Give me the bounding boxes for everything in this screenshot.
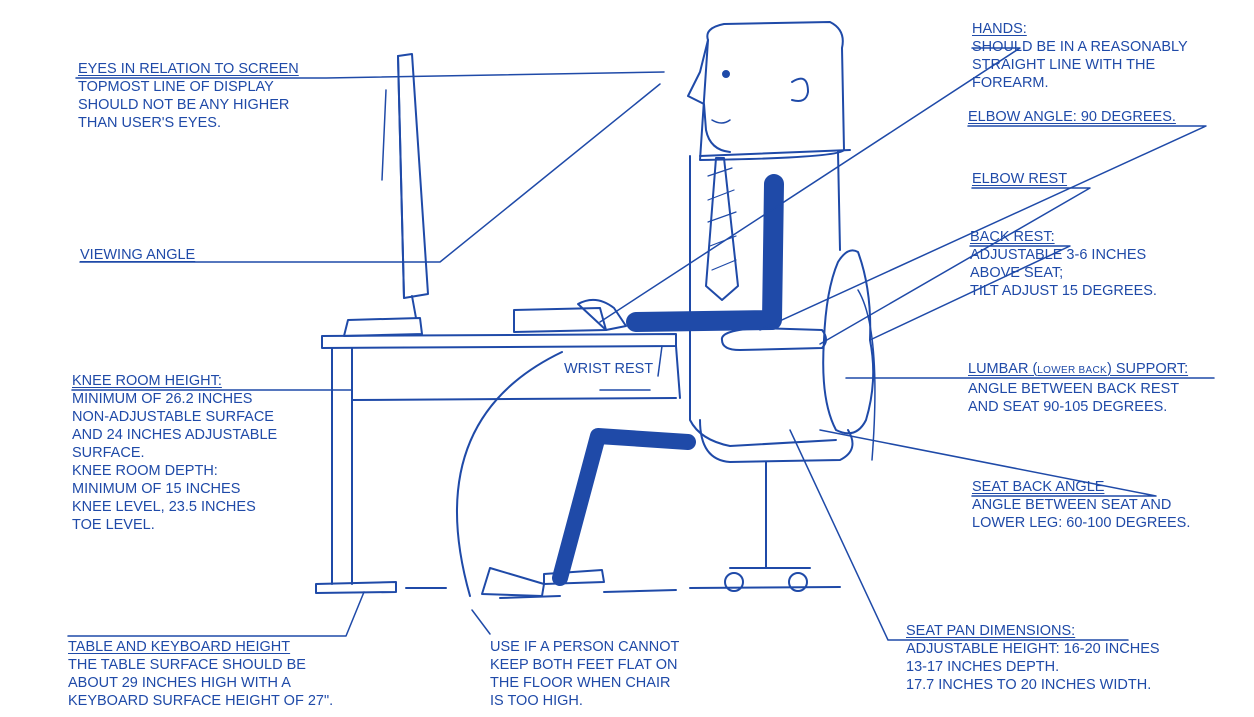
seat-back-line-1: ANGLE BETWEEN SEAT AND <box>972 497 1172 513</box>
footrest <box>481 567 545 597</box>
seat-pan-line-3: 17.7 INCHES TO 20 INCHES WIDTH. <box>906 677 1152 693</box>
elbow-angle-title: ELBOW ANGLE: 90 DEGREES. <box>968 109 1176 125</box>
eyes-label: EYES IN RELATION TO SCREEN TOPMOST LINE … <box>78 60 299 132</box>
footrest-label: USE IF A PERSON CANNOT KEEP BOTH FEET FL… <box>490 638 679 710</box>
seat-pan-line-2: 13-17 INCHES DEPTH. <box>906 659 1060 675</box>
floor <box>405 586 841 599</box>
back-rest-line-3: TILT ADJUST 15 DEGREES. <box>970 283 1157 299</box>
knee-room-line-8: TOE LEVEL. <box>72 517 155 533</box>
eyes-title: EYES IN RELATION TO SCREEN <box>78 61 299 77</box>
seat-back-line-2: LOWER LEG: 60-100 DEGREES. <box>972 515 1191 531</box>
wrist-rest-label: WRIST REST <box>564 360 653 378</box>
seat-pan-title: SEAT PAN DIMENSIONS: <box>906 623 1076 639</box>
knee-room-line-5: KNEE ROOM DEPTH: <box>72 463 218 479</box>
footrest-line-2: KEEP BOTH FEET FLAT ON <box>490 657 678 673</box>
monitor <box>343 53 429 337</box>
knee-room-label: KNEE ROOM HEIGHT: MINIMUM OF 26.2 INCHES… <box>72 372 277 534</box>
seat-back-title: SEAT BACK ANGLE <box>972 479 1105 495</box>
seat-back-label: SEAT BACK ANGLE ANGLE BETWEEN SEAT AND L… <box>972 478 1190 532</box>
table-keyboard-label: TABLE AND KEYBOARD HEIGHT THE TABLE SURF… <box>68 638 333 710</box>
lumbar-title-a: LUMBAR ( <box>968 361 1038 377</box>
table-keyboard-line-2: ABOUT 29 INCHES HIGH WITH A <box>68 675 291 691</box>
elbow-angle-label: ELBOW ANGLE: 90 DEGREES. <box>968 108 1176 126</box>
elbow-rest-label: ELBOW REST <box>972 170 1067 188</box>
chair <box>699 249 876 592</box>
footrest-line-1: USE IF A PERSON CANNOT <box>490 639 680 655</box>
knee-room-line-4: SURFACE. <box>72 445 145 461</box>
eyes-line-1: TOPMOST LINE OF DISPLAY <box>78 79 274 95</box>
hands-line-2: STRAIGHT LINE WITH THE <box>972 57 1156 73</box>
hands-label: HANDS: SHOULD BE IN A REASONABLY STRAIGH… <box>972 20 1188 92</box>
footrest-line-3: THE FLOOR WHEN CHAIR <box>490 675 671 691</box>
leg <box>552 428 696 586</box>
lumbar-line-1: ANGLE BETWEEN BACK REST <box>968 381 1180 397</box>
desk <box>315 333 681 594</box>
knee-room-line-1: MINIMUM OF 26.2 INCHES <box>72 391 253 407</box>
knee-room-line-6: MINIMUM OF 15 INCHES <box>72 481 241 497</box>
back-rest-line-2: ABOVE SEAT; <box>970 265 1064 281</box>
back-rest-title: BACK REST: <box>970 229 1055 245</box>
elbow-rest-title: ELBOW REST <box>972 171 1068 187</box>
knee-room-arc <box>456 351 563 597</box>
knee-room-title: KNEE ROOM HEIGHT: <box>72 373 222 389</box>
hands-title: HANDS: <box>972 21 1027 37</box>
back-rest-label: BACK REST: ADJUSTABLE 3-6 INCHES ABOVE S… <box>970 228 1157 300</box>
seat-pan-label: SEAT PAN DIMENSIONS: ADJUSTABLE HEIGHT: … <box>906 622 1160 694</box>
lumbar-label: LUMBAR (LOWER BACK) SUPPORT: ANGLE BETWE… <box>968 360 1188 416</box>
eyes-line-2: SHOULD NOT BE ANY HIGHER <box>78 97 290 113</box>
keyboard <box>513 298 627 333</box>
wrist-rest-title: WRIST REST <box>564 361 654 377</box>
eyes-line-3: THAN USER'S EYES. <box>78 115 221 131</box>
hands-line-1: SHOULD BE IN A REASONABLY <box>972 39 1188 55</box>
table-keyboard-line-1: THE TABLE SURFACE SHOULD BE <box>68 657 306 673</box>
viewing-angle-label: VIEWING ANGLE <box>80 246 195 264</box>
lumbar-title: LUMBAR (LOWER BACK) SUPPORT: <box>968 360 1188 380</box>
hands-line-3: FOREARM. <box>972 75 1049 91</box>
back-rest-line-1: ADJUSTABLE 3-6 INCHES <box>970 247 1147 263</box>
lumbar-line-2: AND SEAT 90-105 DEGREES. <box>968 399 1168 415</box>
person <box>687 21 851 447</box>
lumbar-title-b: ) SUPPORT: <box>1106 361 1189 377</box>
table-keyboard-line-3: KEYBOARD SURFACE HEIGHT OF 27". <box>68 693 334 709</box>
viewing-angle-title: VIEWING ANGLE <box>80 247 196 263</box>
knee-room-line-2: NON-ADJUSTABLE SURFACE <box>72 409 274 425</box>
arm <box>626 174 784 332</box>
seat-pan-line-1: ADJUSTABLE HEIGHT: 16-20 INCHES <box>906 641 1160 657</box>
lumbar-title-small: LOWER BACK <box>1037 365 1107 376</box>
knee-room-line-7: KNEE LEVEL, 23.5 INCHES <box>72 499 256 515</box>
knee-room-line-3: AND 24 INCHES ADJUSTABLE <box>72 427 278 443</box>
footrest-line-4: IS TOO HIGH. <box>490 693 583 709</box>
table-keyboard-title: TABLE AND KEYBOARD HEIGHT <box>68 639 291 655</box>
